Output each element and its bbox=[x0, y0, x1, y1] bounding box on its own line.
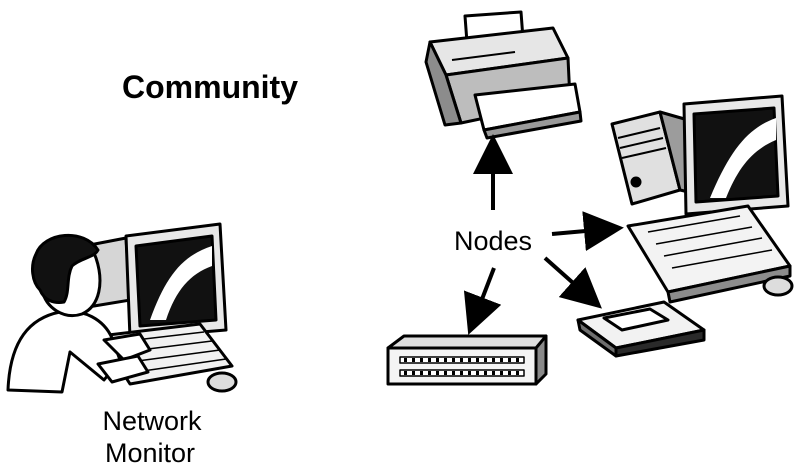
printer-icon bbox=[424, 10, 583, 140]
nodes-label: Nodes bbox=[454, 226, 532, 256]
monitor-label-line2: Monitor bbox=[105, 438, 195, 466]
scanner-icon bbox=[576, 300, 706, 358]
desktop-computer-icon bbox=[610, 94, 794, 304]
diagram-title: Community bbox=[122, 69, 298, 105]
monitor-label-line1: Network bbox=[102, 406, 202, 436]
arrow-to-computer bbox=[551, 211, 624, 252]
arrows bbox=[463, 134, 624, 335]
network-hub-icon bbox=[386, 334, 548, 386]
arrow-to-hub bbox=[463, 267, 502, 335]
network-monitor-icon bbox=[6, 222, 238, 394]
arrow-to-scanner bbox=[543, 256, 602, 309]
